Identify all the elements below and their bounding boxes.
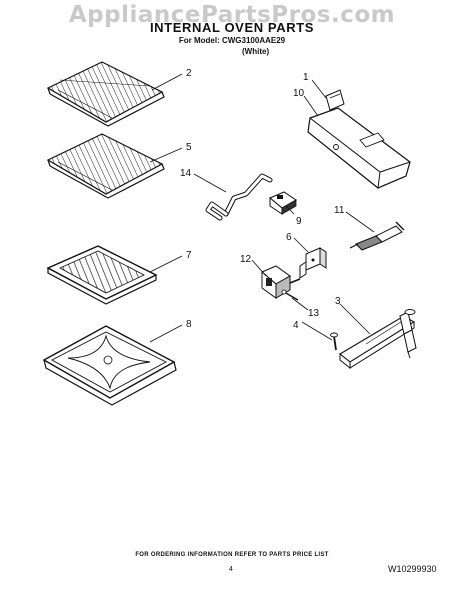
- oven-rack-lower: [46, 133, 165, 199]
- part-number-rack-upper: 2: [186, 68, 192, 79]
- variant-line: (White): [242, 47, 270, 56]
- part-number-clip: 1: [303, 72, 309, 83]
- part-number-burner: 3: [335, 296, 341, 307]
- valve: [261, 265, 301, 299]
- document-number: W10299930: [388, 564, 437, 574]
- page-title: INTERNAL OVEN PARTS: [149, 20, 315, 35]
- leader-lines: [149, 73, 375, 343]
- igniter: [349, 221, 405, 251]
- part-number-bracket-cover: 10: [293, 88, 305, 99]
- oven-rack-upper: [46, 61, 165, 127]
- part-number-tube: 14: [180, 168, 192, 179]
- valve-screw: [281, 289, 299, 301]
- thermostat: [269, 191, 297, 215]
- bracket-cover: [307, 107, 411, 189]
- bracket: [299, 247, 327, 279]
- part-number-thermostat: 9: [296, 216, 302, 227]
- part-number-valve-screw: 13: [308, 308, 320, 319]
- clip: [325, 89, 345, 111]
- part-number-rack-lower: 5: [186, 142, 192, 153]
- page-number: 4: [229, 566, 233, 573]
- model-line: For Model: CWG3100AAE29: [178, 36, 286, 45]
- burner: [339, 309, 417, 370]
- part-number-broiler-grid: 7: [186, 250, 192, 261]
- broiler-grid: [46, 245, 158, 305]
- part-number-igniter: 11: [334, 205, 345, 216]
- part-number-bracket: 6: [286, 232, 292, 243]
- ordering-note: FOR ORDERING INFORMATION REFER TO PARTS …: [135, 552, 329, 558]
- tube: [205, 173, 273, 221]
- part-number-valve: 12: [240, 254, 252, 265]
- part-number-screw: 4: [293, 320, 299, 331]
- part-number-broiler-pan: 8: [186, 319, 192, 330]
- screw: [330, 332, 338, 351]
- broiler-pan: [42, 325, 177, 406]
- watermark: AppliancePartsPros.com: [68, 2, 396, 28]
- part-number-labels: 2 5 7 8 1 10 14 9 11 6 12 13 4 3: [180, 68, 345, 331]
